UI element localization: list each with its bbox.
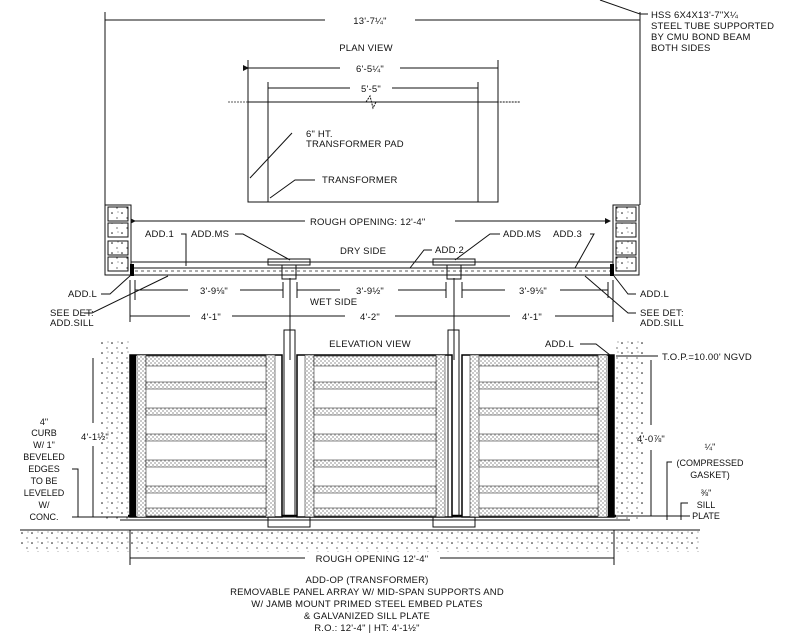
tag-add1: ADD.1 xyxy=(145,229,174,240)
see-det-left-line1: SEE DET: xyxy=(50,308,94,319)
svg-text:TO BE: TO BE xyxy=(31,476,58,486)
panel-dim-1: 3'-9⅛" xyxy=(200,286,228,297)
plan-view-title: PLAN VIEW xyxy=(339,43,393,54)
svg-text:CONC.: CONC. xyxy=(30,512,59,522)
plan-panel-array xyxy=(130,258,614,280)
caption-line3: W/ JAMB MOUNT PRIMED STEEL EMBED PLATES xyxy=(251,599,482,610)
elevation-view-title: ELEVATION VIEW xyxy=(329,339,411,350)
svg-text:BEVELED: BEVELED xyxy=(23,452,65,462)
bay-dim-2: 4'-2" xyxy=(360,312,380,323)
beam-note: HSS 6X4X13'-7"X¼ STEEL TUBE SUPPORTED BY… xyxy=(599,0,774,54)
bay-dim-1: 4'-1" xyxy=(201,312,221,323)
beam-note-line2: STEEL TUBE SUPPORTED xyxy=(651,21,774,32)
caption-line2: REMOVABLE PANEL ARRAY W/ MID-SPAN SUPPOR… xyxy=(230,587,504,598)
transformer-dimension: 5'-5" xyxy=(361,84,381,95)
top-of-panel-elevation: T.O.P.=10.00' NGVD xyxy=(662,352,752,363)
transformer-label: TRANSFORMER xyxy=(322,175,398,186)
panel-center xyxy=(296,354,453,518)
cmu-wall-right xyxy=(612,204,640,276)
svg-text:W/ 1": W/ 1" xyxy=(33,440,55,450)
svg-text:4": 4" xyxy=(40,417,48,427)
tag-addms-left: ADD.MS xyxy=(191,229,229,240)
pad-label-line2: TRANSFORMER PAD xyxy=(306,139,404,150)
curb-note: 4" CURB W/ 1" BEVELED EDGES TO BE LEVELE… xyxy=(23,417,65,522)
svg-text:CURB: CURB xyxy=(31,428,57,438)
beam-note-line1: HSS 6X4X13'-7"X¼ xyxy=(651,10,739,21)
beam-note-line3: BY CMU BOND BEAM xyxy=(651,32,751,43)
sill-note-line2: SILL xyxy=(697,500,716,510)
svg-text:LEVELED: LEVELED xyxy=(24,488,65,498)
tag-add3: ADD.3 xyxy=(553,229,582,240)
caption-title: ADD-OP (TRANSFORMER) xyxy=(305,575,428,586)
cmu-wall-left xyxy=(104,204,132,276)
right-height-dimension: 4'-0⅞" xyxy=(637,434,665,445)
pad-dimension: 6'-5¼" xyxy=(356,64,384,75)
sill-note-line1: ⅜" xyxy=(701,488,712,498)
see-det-right-line1: SEE DET: xyxy=(640,308,684,319)
svg-text:EDGES: EDGES xyxy=(28,464,60,474)
dry-side-label: DRY SIDE xyxy=(340,246,386,257)
elevation-view: ELEVATION VIEW xyxy=(20,329,752,565)
svg-text:W/: W/ xyxy=(39,500,50,510)
beam-note-line4: BOTH SIDES xyxy=(651,43,711,54)
gasket-note-line2: (COMPRESSED xyxy=(676,458,744,468)
see-det-right-line2: ADD.SILL xyxy=(640,318,684,329)
pad-label-line1: 6" HT. xyxy=(306,129,333,140)
panel-dim-3: 3'-9⅛" xyxy=(519,286,547,297)
tag-addl-left: ADD.L xyxy=(68,289,97,300)
sill-note-line3: PLATE xyxy=(692,511,720,521)
left-height-dimension: 4'-1½" xyxy=(81,432,109,443)
tag-addms-right: ADD.MS xyxy=(503,229,541,240)
panel-right xyxy=(461,354,615,518)
bay-dim-3: 4'-1" xyxy=(522,312,542,323)
drawing-caption: ADD-OP (TRANSFORMER) REMOVABLE PANEL ARR… xyxy=(230,575,504,634)
plan-rough-opening: ROUGH OPENING: 12'-4" xyxy=(310,217,426,228)
see-det-left-line2: ADD.SILL xyxy=(50,318,94,329)
wet-side-label: WET SIDE xyxy=(310,297,357,308)
panel-dim-2: 3'-9½" xyxy=(356,286,384,297)
elevation-rough-opening: ROUGH OPENING 12'-4" xyxy=(316,554,429,565)
tag-add2: ADD.2 xyxy=(435,245,464,256)
overall-dimension: 13'-7¼" xyxy=(353,16,387,27)
tag-addl-right: ADD.L xyxy=(640,289,669,300)
gasket-note-line3: GASKET) xyxy=(690,470,730,480)
caption-line5: R.O.: 12'-4" | HT: 4'-1½" xyxy=(314,623,419,634)
caption-line4: & GALVANIZED SILL PLATE xyxy=(304,611,430,622)
plan-view: 13'-7¼" PLAN VIEW 6'-5¼" 5'-5" 6" HT. TR… xyxy=(50,12,684,360)
panel-left xyxy=(129,354,283,518)
gasket-note-line1: ¼" xyxy=(705,442,716,452)
elevation-tag-addl: ADD.L xyxy=(545,339,574,350)
